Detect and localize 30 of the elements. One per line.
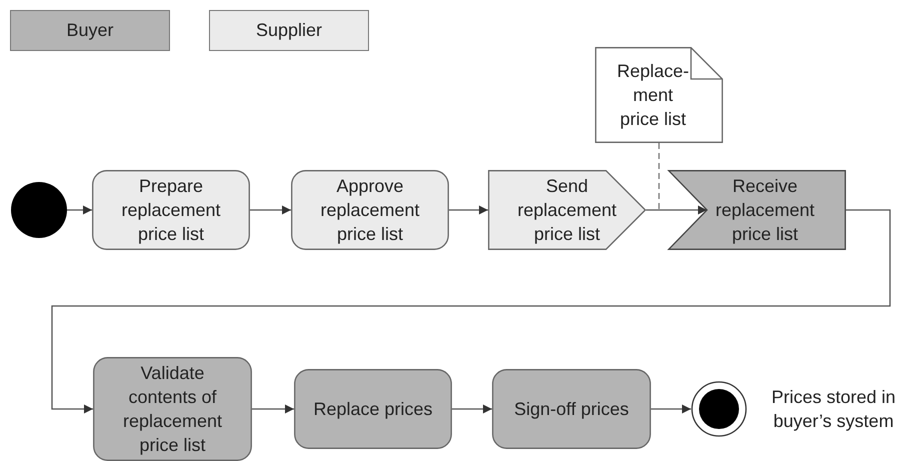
node-label: Validate contents of replacement price list [122,362,224,457]
node-label: Approve replacement price list [319,175,421,246]
arrow [646,206,707,214]
node-caption: Prices stored in buyer’s system [770,386,897,433]
node-label: Send replacement price list [516,175,618,246]
receive-signal-shape [668,170,846,250]
arrow [452,404,492,414]
start-node [11,182,67,238]
activity-box [92,170,250,250]
legend-key: Supplier [209,10,369,51]
activity-box [294,369,452,449]
node-label: Sign-off prices [513,398,630,421]
arrow [250,206,291,214]
node-label: Prepare replacement price list [120,175,222,246]
arrow [252,404,294,414]
connector-line [658,143,660,210]
arrow [651,404,691,414]
activity-box [93,357,252,461]
arrow [67,206,92,214]
activity-box [492,369,651,449]
arrow [51,209,891,414]
legend-key: Buyer [10,10,170,51]
arrow [449,206,488,214]
activity-box [291,170,449,250]
node-label: Replace prices [312,398,434,421]
send-signal-shape [488,170,646,250]
end-node [691,381,747,437]
node-label: Receive replacement price list [714,175,816,246]
document-shape [595,47,723,143]
node-label: Replace- ment price list [616,60,690,131]
